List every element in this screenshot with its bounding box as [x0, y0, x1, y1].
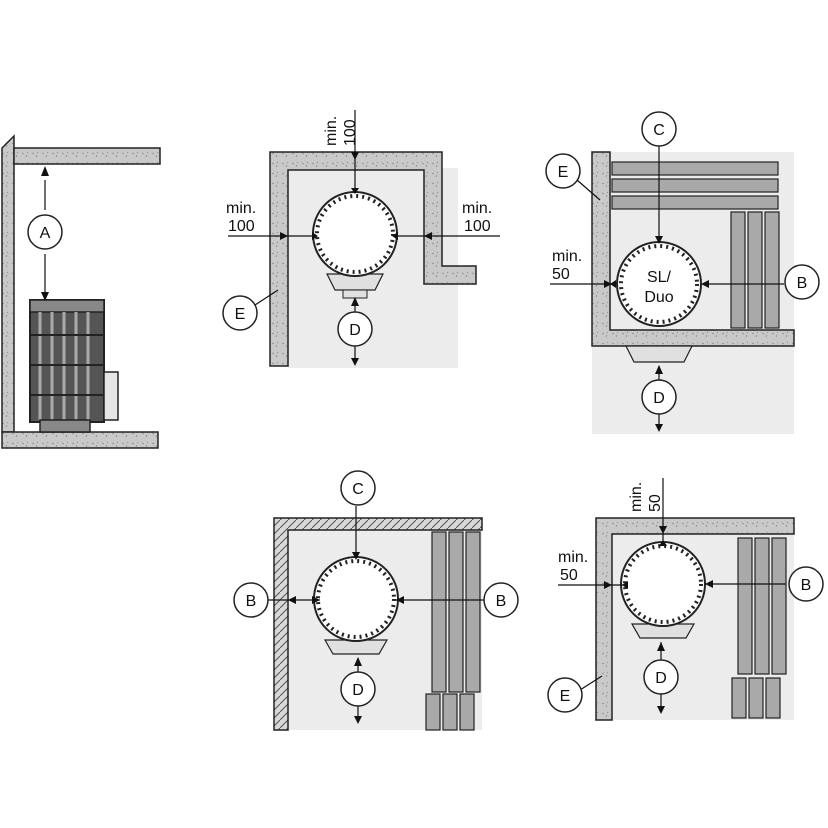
plan2-left-value: 100 [228, 218, 255, 235]
plan3-label-c: C [653, 122, 665, 139]
plan3-label-e: E [558, 164, 569, 181]
plan2-left-min: min. [226, 200, 256, 217]
side-elevation-panel: A [1, 134, 161, 449]
plan5-left-min: min. [558, 549, 588, 566]
plan3-label-b: B [797, 275, 808, 292]
plan4-label-b-right: B [496, 593, 507, 610]
plan-sl-duo-panel: SL/ Duo C min. 50 B D E [545, 111, 820, 434]
stove-model-line1: SL/ [647, 269, 672, 286]
stove-model-line2: Duo [644, 289, 673, 306]
plan2-right-min: min. [462, 200, 492, 217]
plan3-wall [591, 151, 795, 347]
plan3-bench [611, 161, 779, 176]
plan2-wall [269, 151, 477, 367]
plan5-label-e: E [560, 688, 571, 705]
plan2-top-value: 100 [342, 119, 359, 146]
plan5-top-value: 50 [647, 494, 664, 512]
plan3-label-d: D [653, 390, 665, 407]
label-a-circle [27, 214, 63, 250]
plan2-label-d: D [349, 322, 361, 339]
plan-min50-panel: min. 50 min. 50 B D E [547, 478, 824, 721]
label-a: A [40, 225, 51, 242]
plan5-label-b: B [801, 577, 812, 594]
side-wall [1, 134, 15, 433]
plan4-heater [313, 556, 399, 655]
plan2-right-value: 100 [464, 218, 491, 235]
floor [1, 431, 159, 449]
ceiling [13, 147, 161, 165]
plan5-top-min: min. [628, 482, 645, 512]
plan2-label-e: E [235, 306, 246, 323]
plan3-left-value: 50 [552, 266, 570, 283]
plan4-wall [273, 517, 483, 731]
plan2-heater [312, 191, 398, 299]
plan5-heater [620, 541, 706, 639]
plan5-wall [595, 517, 795, 721]
plan5-label-d: D [655, 670, 667, 687]
plan3-left-min: min. [552, 248, 582, 265]
heater-side-view [29, 299, 119, 433]
plan4-label-d: D [352, 682, 364, 699]
plan-wooden-wall-panel: C B B D [233, 470, 519, 731]
plan4-label-b-left: B [246, 593, 257, 610]
plan-corner-wall-panel: min. 100 min. 100 min. 100 D E [222, 110, 500, 368]
plan2-top-min: min. [323, 116, 340, 146]
plan4-label-c: C [352, 481, 364, 498]
plan5-left-value: 50 [560, 567, 578, 584]
